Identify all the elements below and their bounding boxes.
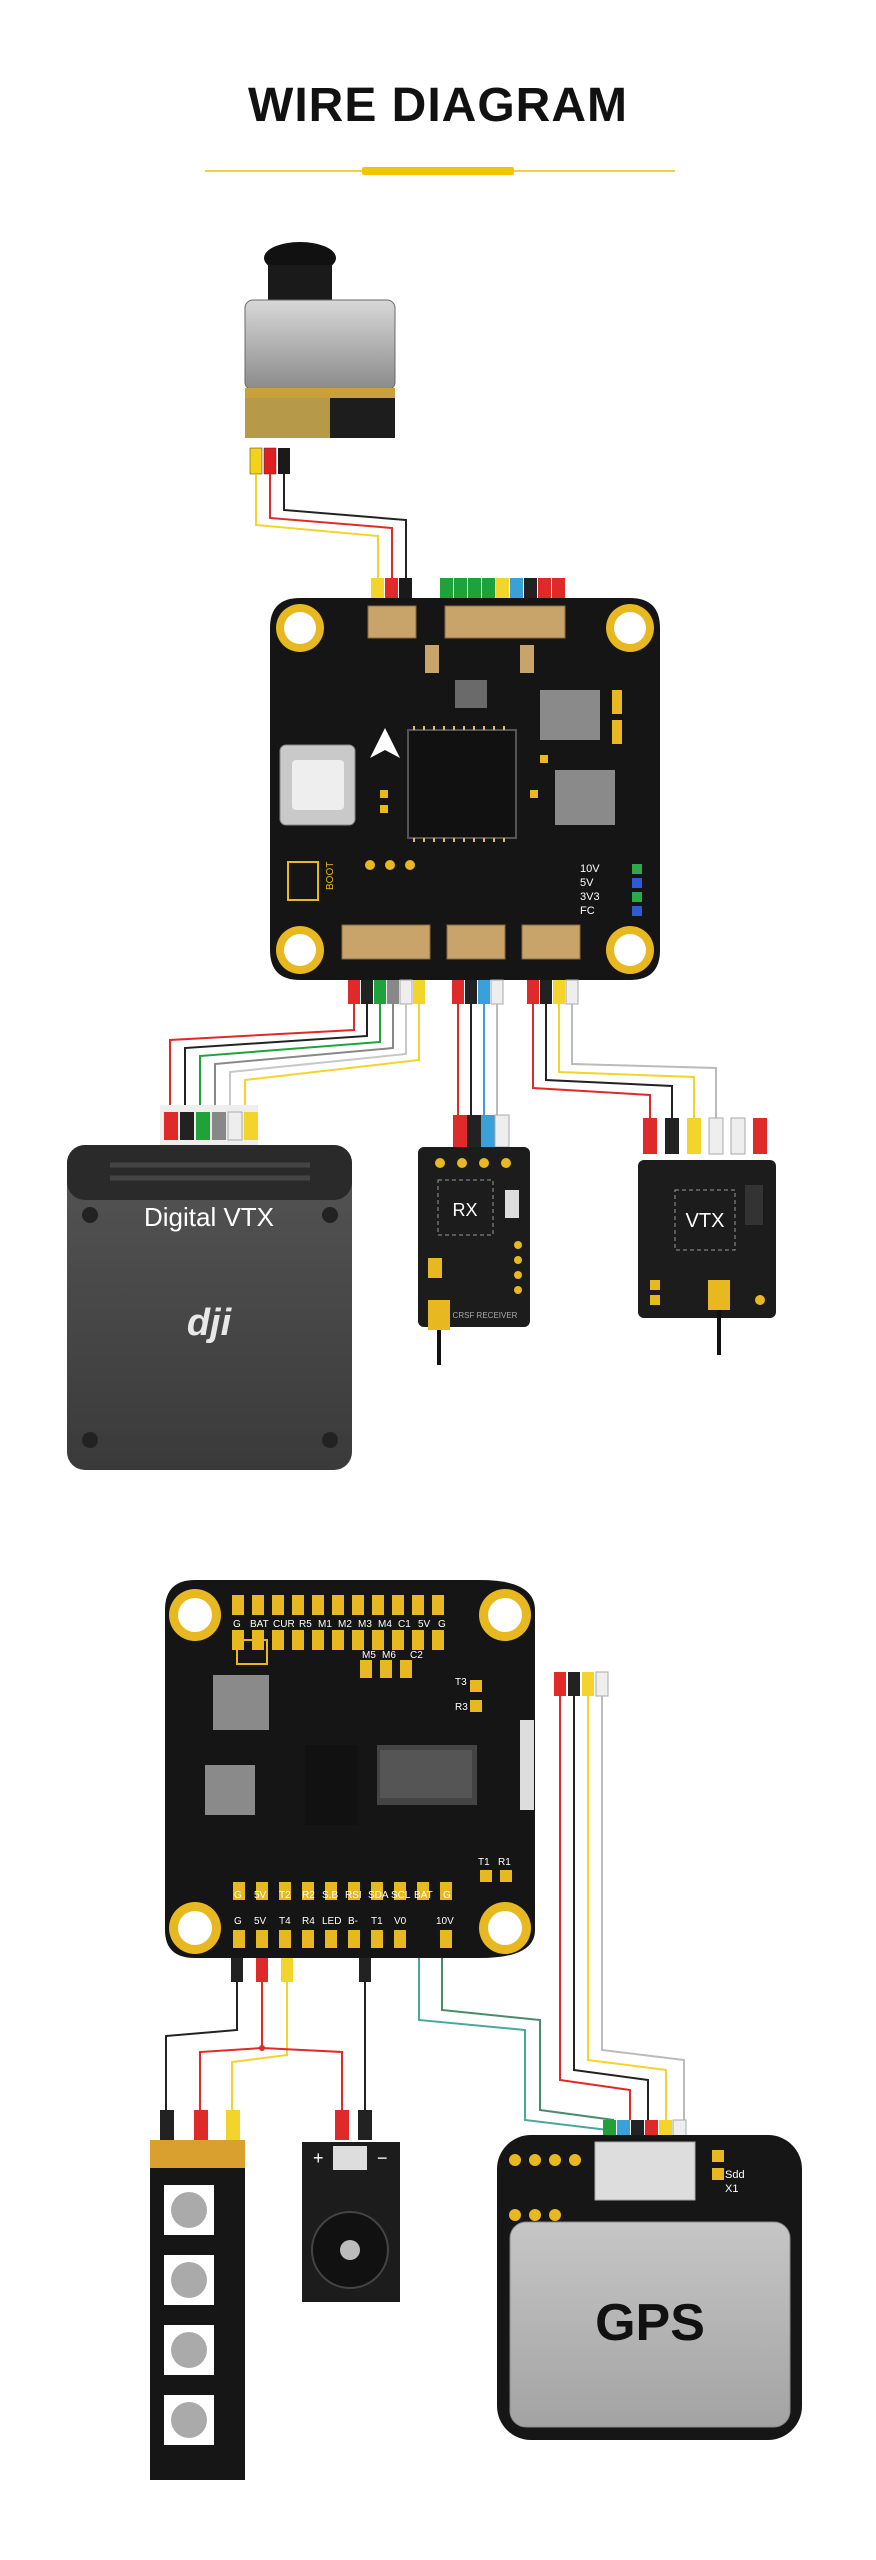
fc2-pad-label-b-6: T1 (371, 1916, 383, 1927)
fc2-pad-labels-b: G 5V T4 R4 LED B- T1 V0 10V (234, 1916, 454, 1927)
fc2-top-label-6: M3 (358, 1619, 372, 1630)
fc2-pad-label-b-0: G (234, 1916, 242, 1927)
fc2-t1r1-label-0: T1 (478, 1857, 490, 1868)
crsf-receiver: RX CRSF RECEIVER (418, 1114, 530, 1365)
fc2-pad-row (233, 1882, 452, 1948)
fc2-pad-label-b-1: 5V (254, 1916, 267, 1927)
fc2-bottom-wire-tabs (231, 1958, 371, 1982)
dji-vtx-label: Digital VTX (144, 1202, 274, 1232)
fc2-top-label-0: G (233, 1619, 241, 1630)
fc2-pad-label-a-8: BAT (414, 1890, 433, 1901)
fc1-voltage-label-3: FC (580, 905, 595, 917)
gps-corner-2: X1 (725, 2183, 738, 2195)
fc2-pad-label-a-5: RSI (345, 1890, 362, 1901)
flight-controller-1: BOOT 10V 5V 3V3 FC (270, 578, 660, 980)
wires-led (165, 1958, 366, 2110)
fc2-mid-label-1: M6 (382, 1650, 396, 1661)
fc2-mid-label-2: C2 (410, 1650, 423, 1661)
fc2-top-label-10: G (438, 1619, 446, 1630)
fc2-pad-label-b-4: LED (322, 1916, 341, 1927)
gps-corner-1: Sdd (725, 2169, 745, 2181)
fc2-top-label-2: CUR (273, 1619, 295, 1630)
wires-vtx (532, 1004, 717, 1118)
dji-digital-vtx: Digital VTX dji (67, 1105, 352, 1470)
fc2-side-label-1: R3 (455, 1702, 468, 1713)
wires-dji-vtx (169, 1004, 420, 1105)
fc2-pad-labels-a: G 5V T2 R2 S.B RSI SDA SCL BAT G (234, 1890, 451, 1901)
fc2-top-label-8: C1 (398, 1619, 411, 1630)
fc2-top-label-9: 5V (418, 1619, 431, 1630)
buzzer: + − (302, 2110, 400, 2302)
wires-gps-right (559, 1695, 685, 2120)
led-cells (164, 2185, 214, 2445)
fc2-top-pads (232, 1595, 444, 1678)
fc2-pad-label-a-0: G (234, 1890, 242, 1901)
fc1-bottom-pins (348, 979, 579, 1005)
vtx-label: VTX (686, 1210, 725, 1232)
fc2-right-wire-tabs (554, 1671, 609, 1697)
fc2-pad-label-b-3: R4 (302, 1916, 315, 1927)
title-divider-accent (362, 167, 514, 175)
fc2-mid-labels: M5 M6 C2 (362, 1650, 423, 1661)
fc2-top-label-3: R5 (299, 1619, 312, 1630)
dji-logo: dji (187, 1302, 233, 1344)
wires-gps-i2c (418, 1958, 615, 2131)
rx-label: RX (452, 1200, 477, 1220)
fc1-voltage-label-2: 3V3 (580, 891, 600, 903)
page-title: WIRE DIAGRAM (248, 79, 628, 132)
fc2-pad-label-a-4: S.B (322, 1890, 338, 1901)
camera-wires (255, 474, 407, 578)
fc2-pad-label-b-8: 10V (436, 1916, 454, 1927)
fc2-top-labels: G BAT CUR R5 M1 M2 M3 M4 C1 5V G (233, 1619, 446, 1630)
fc2-pad-label-a-3: R2 (302, 1890, 315, 1901)
fc2-pad-label-a-2: T2 (279, 1890, 291, 1901)
fc2-pad-label-b-2: T4 (279, 1916, 291, 1927)
fc2-mid-label-0: M5 (362, 1650, 376, 1661)
fc1-voltage-label-1: 5V (580, 877, 594, 889)
fc2-pad-label-b-5: B- (348, 1916, 358, 1927)
fc1-voltage-label-0: 10V (580, 863, 600, 875)
fc1-voltage-labels: 10V 5V 3V3 FC (580, 863, 600, 917)
flight-controller-2: G BAT CUR R5 M1 M2 M3 M4 C1 5V G M5 M6 C… (165, 1580, 535, 1958)
led-strip (150, 2110, 245, 2480)
analog-vtx: VTX (638, 1117, 776, 1355)
fc2-pad-label-a-1: 5V (254, 1890, 267, 1901)
camera (244, 242, 396, 475)
fc2-t1r1: T1 R1 (478, 1857, 511, 1868)
fc2-top-label-5: M2 (338, 1619, 352, 1630)
fc2-pad-label-a-7: SCL (391, 1890, 411, 1901)
fc2-pad-label-b-7: V0 (394, 1916, 407, 1927)
gps-label: GPS (595, 2294, 705, 2352)
fc2-side-labels: T3 R3 (455, 1677, 468, 1713)
rx-caption: CRSF RECEIVER (453, 1311, 518, 1320)
buzzer-plus: + (313, 2148, 324, 2168)
fc2-pad-label-a-9: G (443, 1890, 451, 1901)
gps-module: Sdd X1 GPS (497, 2119, 802, 2440)
fc2-t1r1-label-1: R1 (498, 1857, 511, 1868)
fc2-side-label-0: T3 (455, 1677, 467, 1688)
wires-rx (457, 1004, 498, 1115)
fc2-pad-label-a-6: SDA (368, 1890, 389, 1901)
fc2-top-label-4: M1 (318, 1619, 332, 1630)
boot-label: BOOT (325, 862, 336, 890)
buzzer-minus: − (377, 2148, 388, 2168)
fc2-top-label-7: M4 (378, 1619, 392, 1630)
fc2-top-label-1: BAT (250, 1619, 269, 1630)
